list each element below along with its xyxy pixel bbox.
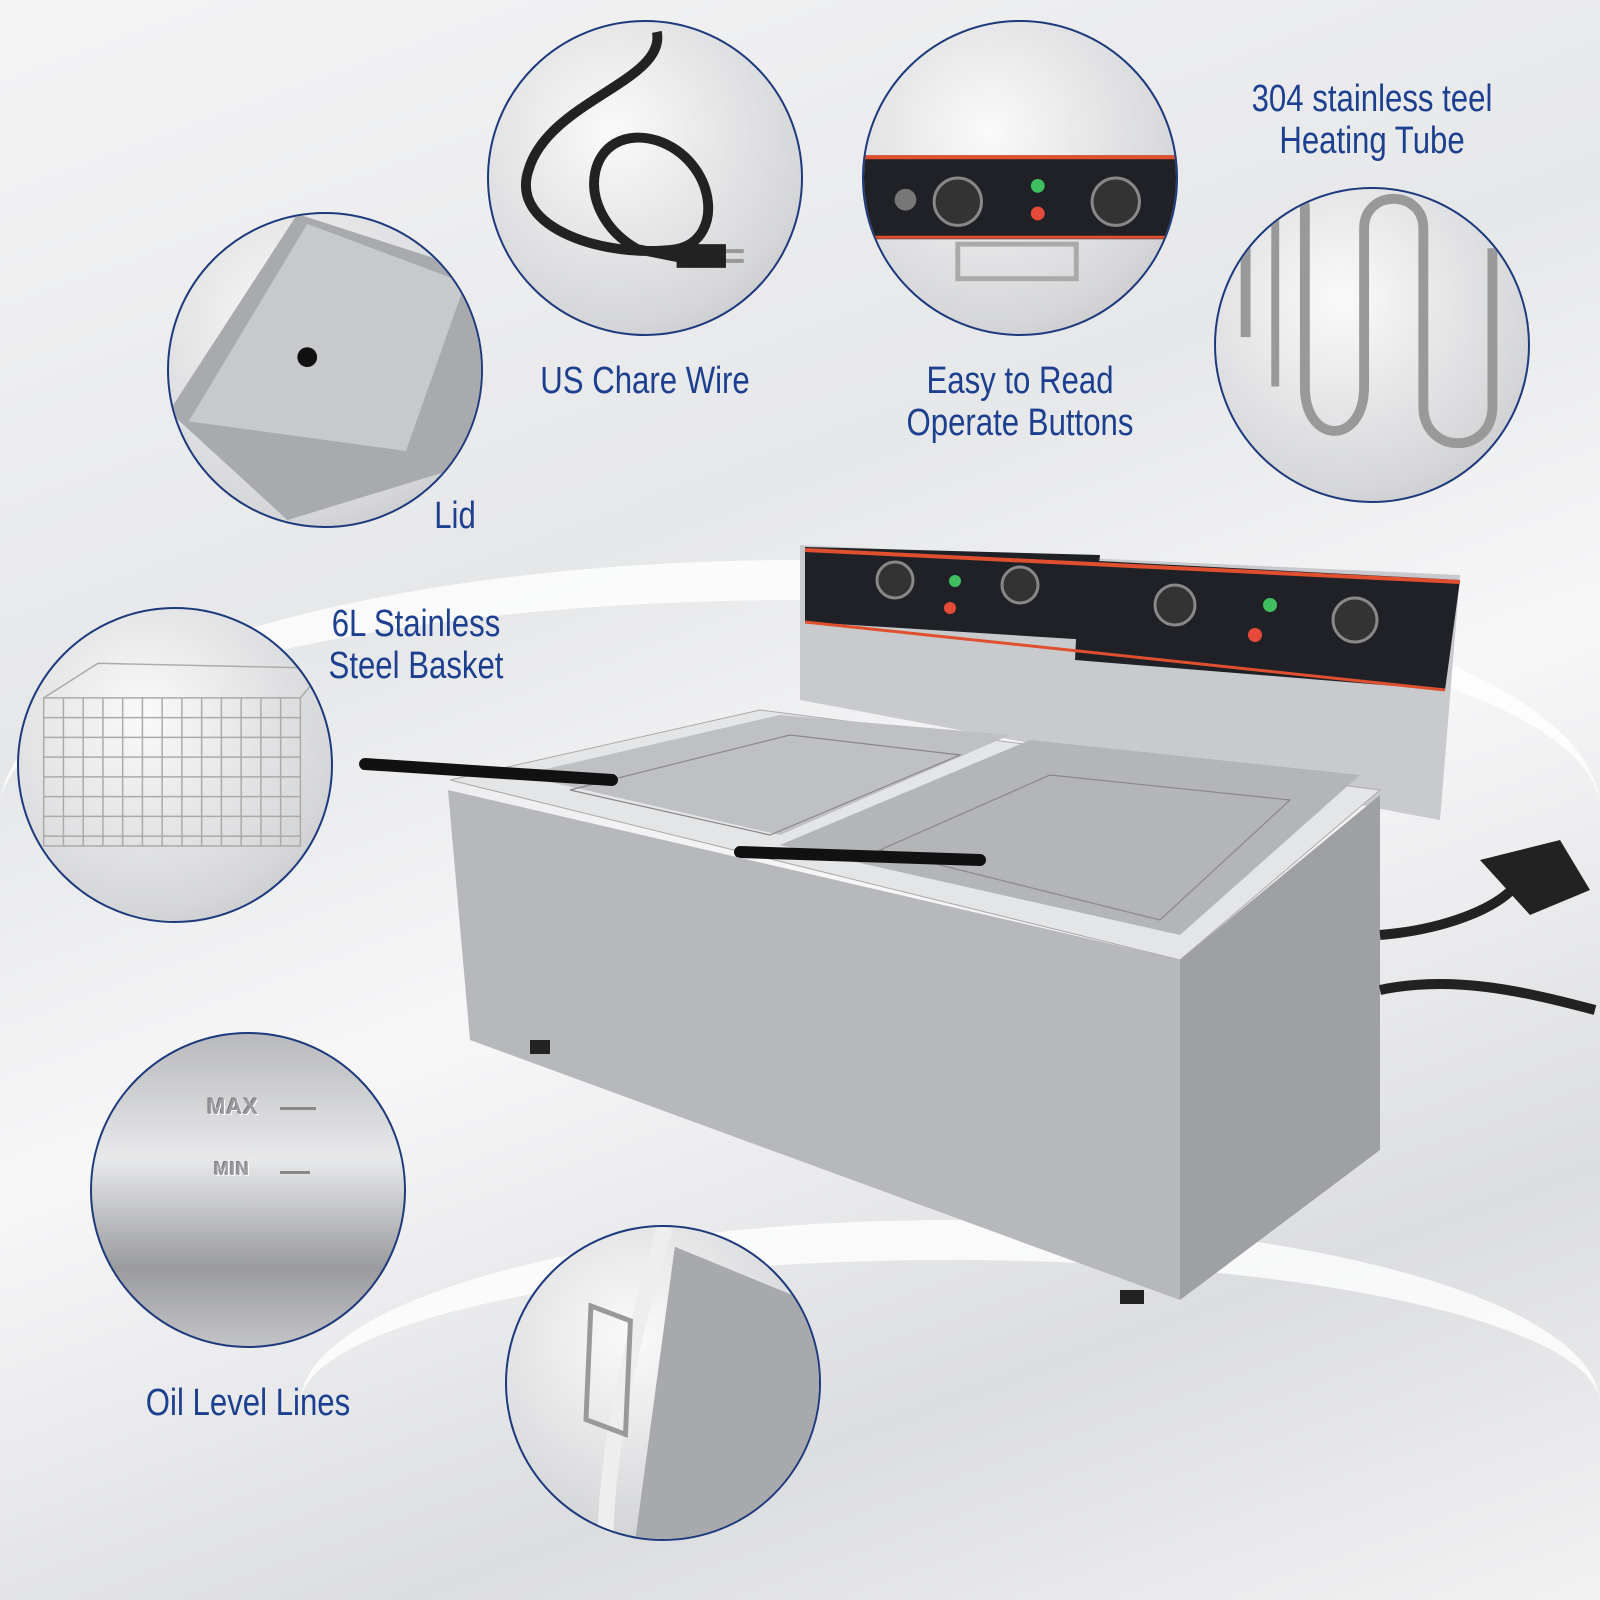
wire-label: US Chare Wire xyxy=(540,360,750,402)
max-mark: MAX xyxy=(207,1094,259,1119)
oil-level-label: Oil Level Lines xyxy=(145,1382,351,1424)
lid-label: Lid xyxy=(434,495,476,537)
handle-detail-circle xyxy=(505,1225,821,1541)
basket-detail-circle xyxy=(17,607,333,923)
max-line xyxy=(280,1107,316,1110)
power-cord-detail-circle xyxy=(487,20,803,336)
oil-level-detail-circle: MAX MIN xyxy=(90,1032,406,1348)
control-panel-detail-circle xyxy=(862,20,1178,336)
lid-detail-circle xyxy=(167,212,483,528)
min-mark: MIN xyxy=(214,1159,250,1179)
min-line xyxy=(280,1171,310,1174)
heating-tube-detail-circle xyxy=(1214,187,1530,503)
double-deep-fryer xyxy=(359,545,1597,1304)
